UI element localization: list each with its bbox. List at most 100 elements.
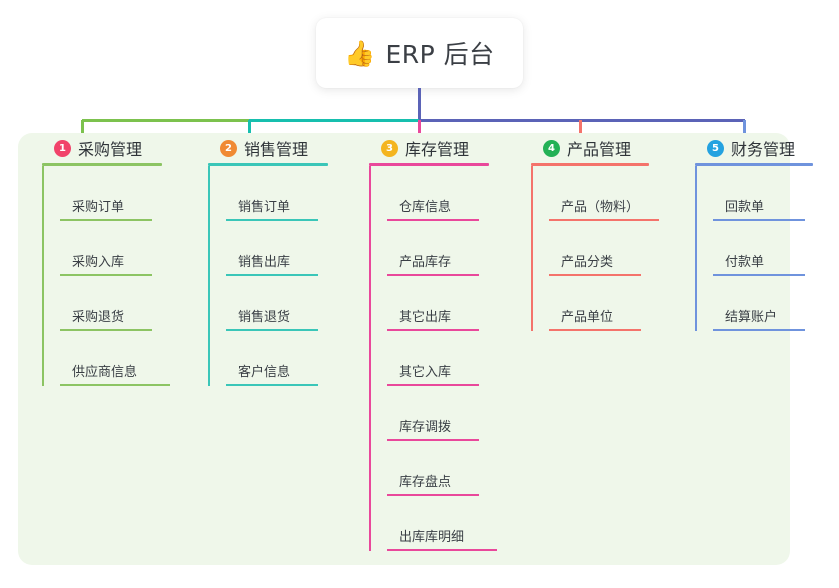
leaf-item[interactable]: 销售退货 [226, 276, 363, 331]
branch-badge-3: 3 [381, 139, 398, 157]
branch-badge-1: 1 [54, 139, 71, 157]
leaf-item[interactable]: 采购入库 [60, 221, 197, 276]
leaf-label: 销售订单 [238, 200, 291, 215]
leaf-item[interactable]: 采购订单 [60, 166, 197, 221]
leaf-underline [226, 219, 318, 221]
branch-header-3[interactable]: 3 库存管理 [359, 133, 524, 163]
branch-underline-5 [695, 163, 813, 166]
leaf-item[interactable]: 销售出库 [226, 221, 363, 276]
leaf-label: 产品单位 [561, 310, 614, 325]
leaf-label: 销售出库 [238, 255, 291, 270]
leaf-item[interactable]: 结算账户 [713, 276, 839, 331]
leaf-underline [60, 274, 152, 276]
leaf-item[interactable]: 采购退货 [60, 276, 197, 331]
branch-badge-5: 5 [707, 139, 724, 157]
leaf-list-2: 销售订单销售出库销售退货客户信息 [208, 166, 363, 386]
leaf-item[interactable]: 付款单 [713, 221, 839, 276]
leaf-spine-4 [531, 166, 533, 331]
branch-header-4[interactable]: 4 产品管理 [521, 133, 686, 163]
leaf-underline [387, 384, 479, 386]
branch-header-2[interactable]: 2 销售管理 [198, 133, 363, 163]
leaf-item[interactable]: 其它入库 [387, 331, 524, 386]
leaf-item[interactable]: 产品库存 [387, 221, 524, 276]
leaf-underline [387, 549, 497, 551]
branch-title-4: 产品管理 [567, 140, 632, 159]
leaf-item[interactable]: 产品（物料） [549, 166, 686, 221]
root-node-card[interactable]: 👍 ERP 后台 [316, 18, 523, 88]
branch-column-3: 3 库存管理仓库信息产品库存其它出库其它入库库存调拨库存盘点出库库明细 [359, 133, 524, 551]
branch-underline-4 [531, 163, 649, 166]
branch-column-4: 4 产品管理产品（物料） 产品分类产品单位 [521, 133, 686, 331]
leaf-spine-5 [695, 166, 697, 331]
branch-badge-4: 4 [543, 139, 560, 157]
leaf-underline [226, 274, 318, 276]
leaf-item[interactable]: 库存盘点 [387, 441, 524, 496]
leaf-underline [226, 384, 318, 386]
leaf-underline [387, 439, 479, 441]
thumbs-up-icon: 👍 [344, 38, 376, 68]
leaf-label: 结算账户 [725, 310, 778, 325]
branch-column-2: 2 销售管理销售订单销售出库销售退货客户信息 [198, 133, 363, 386]
leaf-item[interactable]: 回款单 [713, 166, 839, 221]
leaf-label: 采购入库 [72, 255, 125, 270]
leaf-list-3: 仓库信息产品库存其它出库其它入库库存调拨库存盘点出库库明细 [369, 166, 524, 551]
leaf-spine-3 [369, 166, 371, 551]
leaf-label: 产品库存 [399, 255, 452, 270]
leaf-label: 采购退货 [72, 310, 125, 325]
leaf-item[interactable]: 产品单位 [549, 276, 686, 331]
leaf-label: 产品分类 [561, 255, 614, 270]
leaf-label: 其它出库 [399, 310, 452, 325]
root-node-title: ERP 后台 [385, 40, 495, 69]
leaf-underline [60, 219, 152, 221]
leaf-item[interactable]: 客户信息 [226, 331, 363, 386]
leaf-label: 库存调拨 [399, 420, 452, 435]
branch-underline-1 [42, 163, 162, 166]
leaf-item[interactable]: 销售订单 [226, 166, 363, 221]
leaf-label: 回款单 [725, 200, 765, 215]
leaf-spine-2 [208, 166, 210, 386]
leaf-item[interactable]: 其它出库 [387, 276, 524, 331]
leaf-label: 客户信息 [238, 365, 291, 380]
leaf-label: 付款单 [725, 255, 765, 270]
branch-title-3: 库存管理 [405, 140, 470, 159]
leaf-label: 采购订单 [72, 200, 125, 215]
leaf-spine-1 [42, 166, 44, 386]
leaf-list-1: 采购订单采购入库采购退货供应商信息 [42, 166, 197, 386]
branch-title-2: 销售管理 [244, 140, 309, 159]
branch-badge-2: 2 [220, 139, 237, 157]
leaf-label: 其它入库 [399, 365, 452, 380]
leaf-underline [713, 219, 805, 221]
leaf-item[interactable]: 库存调拨 [387, 386, 524, 441]
leaf-underline [713, 329, 805, 331]
leaf-item[interactable]: 产品分类 [549, 221, 686, 276]
leaf-label: 仓库信息 [399, 200, 452, 215]
leaf-underline [60, 384, 170, 386]
leaf-underline [387, 329, 479, 331]
leaf-item[interactable]: 仓库信息 [387, 166, 524, 221]
leaf-label: 销售退货 [238, 310, 291, 325]
leaf-item[interactable]: 供应商信息 [60, 331, 197, 386]
leaf-underline [60, 329, 152, 331]
leaf-item[interactable]: 出库库明细 [387, 496, 524, 551]
branch-underline-2 [208, 163, 328, 166]
leaf-underline [226, 329, 318, 331]
branch-title-5: 财务管理 [731, 140, 796, 159]
leaf-list-5: 回款单付款单结算账户 [695, 166, 839, 331]
branch-header-5[interactable]: 5 财务管理 [685, 133, 839, 163]
leaf-label: 供应商信息 [72, 365, 138, 380]
leaf-underline [549, 219, 659, 221]
leaf-underline [387, 219, 479, 221]
leaf-underline [549, 329, 641, 331]
leaf-underline [713, 274, 805, 276]
branch-underline-3 [369, 163, 489, 166]
leaf-underline [387, 274, 479, 276]
leaf-label: 库存盘点 [399, 475, 452, 490]
leaf-label: 产品（物料） [561, 200, 640, 215]
leaf-list-4: 产品（物料） 产品分类产品单位 [531, 166, 686, 331]
leaf-underline [387, 494, 479, 496]
leaf-underline [549, 274, 641, 276]
